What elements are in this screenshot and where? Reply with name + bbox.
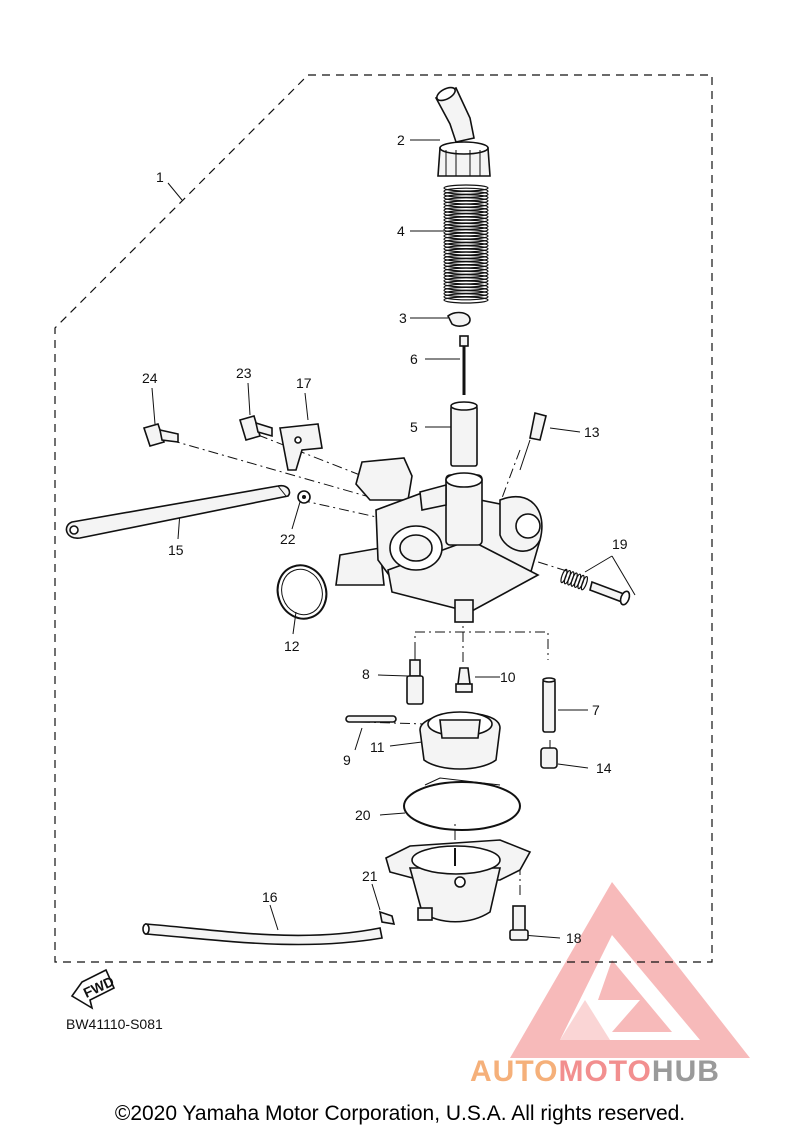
callout-13: 13: [584, 424, 600, 440]
part-18-drain-screw: [509, 905, 529, 941]
part-2-cap: [434, 86, 491, 177]
part-19-screw-spring: [560, 568, 631, 606]
callout-numbers: 1 2 3 4 5 6 7 8 9 10 11 12 13 14 15 16 1…: [142, 132, 628, 946]
callout-16: 16: [262, 889, 278, 905]
assembly-outline: [54, 74, 713, 963]
part-21-clip: [378, 910, 396, 925]
callout-8: 8: [362, 666, 370, 682]
part-3-clip: [446, 311, 471, 327]
callout-2: 2: [397, 132, 405, 148]
callout-15: 15: [168, 542, 184, 558]
part-15-cable-stay: [65, 484, 291, 539]
copyright-text: ©2020 Yamaha Motor Corporation, U.S.A. A…: [114, 1102, 686, 1125]
part-13-pilot-screw: [519, 412, 547, 471]
callout-18: 18: [566, 930, 582, 946]
part-16-hose: [142, 923, 383, 946]
part-20-gasket: [403, 777, 521, 831]
part-11-float: [419, 711, 501, 770]
part-9-float-pin: [345, 715, 397, 723]
callout-10: 10: [500, 669, 516, 685]
watermark-brand: AUTOMOTOHUB: [470, 1055, 720, 1089]
spring-coil: [580, 575, 589, 591]
part-7-needle-jet: [542, 677, 556, 733]
spring-coil: [443, 296, 489, 304]
part-24-screw: [142, 423, 179, 447]
callout-7: 7: [592, 702, 600, 718]
callout-1: 1: [156, 169, 164, 185]
callout-22: 22: [280, 531, 296, 547]
callout-20: 20: [355, 807, 371, 823]
callout-23: 23: [236, 365, 252, 381]
axis-lines: [169, 434, 571, 895]
part-8-pilot-jet: [406, 659, 424, 705]
callout-14: 14: [596, 760, 612, 776]
callout-4: 4: [397, 223, 405, 239]
callout-12: 12: [284, 638, 300, 654]
brand-part-hub: HUB: [651, 1055, 720, 1088]
callout-11: 11: [370, 739, 385, 755]
part-23-screw: [239, 415, 273, 441]
callout-19: 19: [612, 536, 628, 552]
float-chamber: [385, 839, 532, 923]
leader-lines: [151, 139, 636, 939]
fwd-label: FWD: [81, 973, 117, 1001]
spring-coil: [443, 293, 489, 301]
part-4-spring: [443, 184, 489, 304]
callout-24: 24: [142, 370, 158, 386]
brand-part-moto: MOTO: [558, 1055, 652, 1088]
callout-3: 3: [399, 310, 407, 326]
part-17-bracket: [279, 423, 323, 471]
callout-6: 6: [410, 351, 418, 367]
callout-17: 17: [296, 375, 312, 391]
watermark-logo-icon: [510, 882, 750, 1058]
carburetor-body: [335, 457, 543, 623]
callout-5: 5: [410, 419, 418, 435]
callout-21: 21: [362, 868, 378, 884]
diagram-code: BW41110-S081: [66, 1016, 163, 1032]
part-6-needle: [459, 335, 469, 395]
fwd-arrow-icon: FWD: [70, 968, 117, 1010]
part-5-throttle-valve: [450, 401, 478, 467]
brand-part-auto: AUTO: [470, 1055, 559, 1088]
part-12-o-ring: [276, 564, 328, 620]
callout-9: 9: [343, 752, 351, 768]
part-10-main-jet: [455, 667, 473, 693]
part-14-plug: [540, 747, 558, 769]
part-22-clip: [297, 490, 311, 504]
